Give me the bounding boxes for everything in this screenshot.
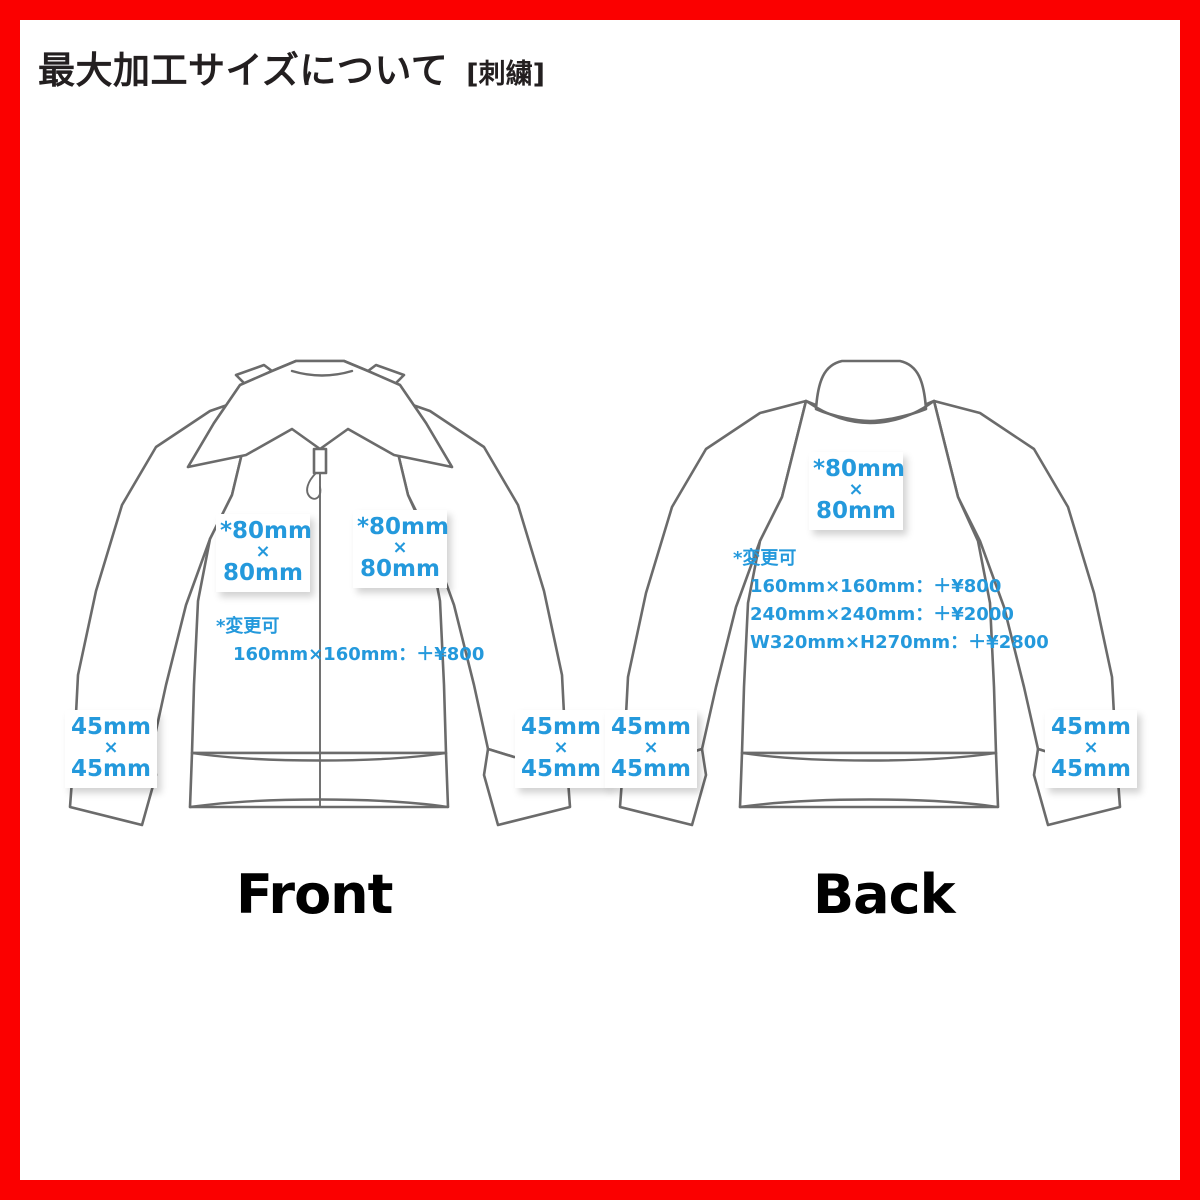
back-note-row-2: 240mm×240mm：＋¥2000 xyxy=(750,603,1014,625)
back-right-sleeve-line1: 45mm xyxy=(1051,714,1131,740)
page-title-main: 最大加工サイズについて xyxy=(38,49,449,92)
front-chest-left-line2: 80mm xyxy=(223,560,303,587)
back-note-row-3: W320mm×H270mm：＋¥2800 xyxy=(750,631,1049,653)
back-collar xyxy=(814,359,928,423)
front-collar-inner-seam xyxy=(290,369,354,377)
front-note-row-1: 160mm×160mm：＋¥800 xyxy=(233,643,485,665)
back-left-sleeve-times: × xyxy=(643,737,659,759)
back-caption: Back xyxy=(813,863,956,926)
back-hem-bottom-seam xyxy=(738,798,1000,809)
front-size-change-note: *変更可 160mm×160mm：＋¥800 xyxy=(216,613,484,669)
front-right-sleeve-line1: 45mm xyxy=(521,714,601,740)
back-left-sleeve-line1: 45mm xyxy=(611,714,691,740)
back-left-sleeve-line2: 45mm xyxy=(611,756,691,783)
page-canvas: 最大加工サイズについて [刺繍] xyxy=(20,20,1180,1180)
back-note-row-1: 160mm×160mm：＋¥800 xyxy=(750,575,1002,597)
back-right-sleeve-size-chip: 45mm × 45mm xyxy=(1045,710,1137,788)
front-left-sleeve-line2: 45mm xyxy=(71,756,151,783)
front-right-sleeve-line2: 45mm xyxy=(521,756,601,783)
front-chest-left-line1: *80mm xyxy=(220,518,312,544)
front-chest-right-times: × xyxy=(392,537,408,559)
back-right-sleeve-times: × xyxy=(1083,737,1099,759)
page-title-subtitle: [刺繍] xyxy=(466,59,545,90)
front-caption: Front xyxy=(236,863,393,926)
back-right-sleeve-line2: 45mm xyxy=(1051,756,1131,783)
front-right-sleeve-times: × xyxy=(553,737,569,759)
front-jacket-illustration xyxy=(68,359,572,827)
front-chest-right-line1: *80mm xyxy=(357,514,449,540)
front-zipper-slider xyxy=(312,447,328,475)
front-chest-left-times: × xyxy=(255,541,271,563)
front-chest-right-size-chip: *80mm × 80mm xyxy=(353,510,449,588)
front-chest-right-line2: 80mm xyxy=(360,556,440,583)
back-hem-top-seam xyxy=(740,751,998,762)
front-collar-lapels xyxy=(186,359,454,469)
back-note-heading: *変更可 xyxy=(733,548,797,569)
back-center-line2: 80mm xyxy=(816,498,896,525)
back-center-size-chip: *80mm × 80mm xyxy=(809,452,905,530)
back-yoke-seam xyxy=(804,399,936,425)
front-left-sleeve-times: × xyxy=(103,737,119,759)
back-size-change-note: *変更可 160mm×160mm：＋¥800 240mm×240mm：＋¥200… xyxy=(733,545,1049,657)
front-chest-left-size-chip: *80mm × 80mm xyxy=(216,514,312,592)
front-zipper-pull xyxy=(306,472,322,500)
front-right-sleeve-size-chip: 45mm × 45mm xyxy=(515,710,607,788)
page-title: 最大加工サイズについて [刺繍] xyxy=(38,40,545,94)
back-left-sleeve-size-chip: 45mm × 45mm xyxy=(605,710,697,788)
front-left-sleeve-line1: 45mm xyxy=(71,714,151,740)
back-center-times: × xyxy=(848,479,864,501)
front-left-sleeve-size-chip: 45mm × 45mm xyxy=(65,710,157,788)
back-center-line1: *80mm xyxy=(813,456,905,482)
front-note-heading: *変更可 xyxy=(216,616,280,637)
